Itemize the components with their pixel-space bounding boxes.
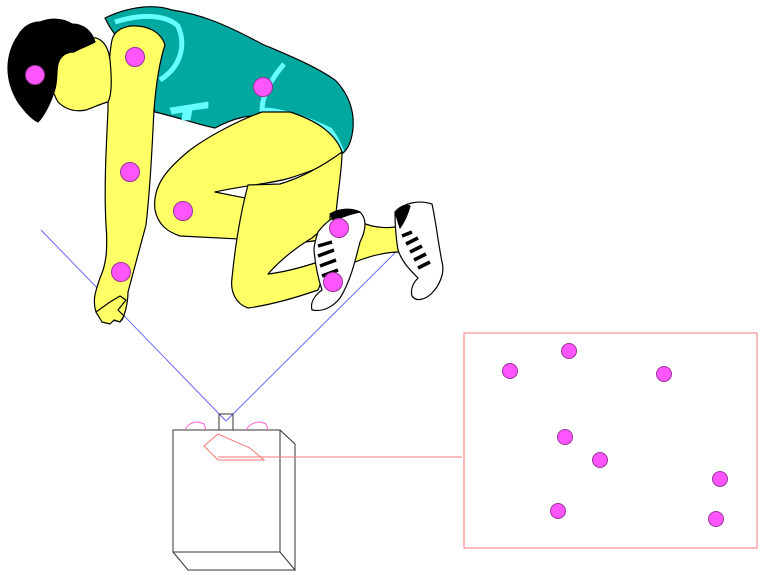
shoe-right-stripes — [401, 230, 431, 270]
athlete-hair — [7, 18, 96, 123]
camera-side — [172, 429, 296, 572]
projected-marker — [592, 452, 608, 468]
view-line-right — [225, 229, 419, 422]
marker-elbow — [120, 162, 140, 182]
marker-knee — [329, 218, 349, 238]
shoe-left-stripes — [317, 240, 341, 288]
marker-shoulder — [125, 47, 145, 67]
marker-hip — [173, 201, 193, 221]
athlete-hand-fingers — [95, 295, 127, 325]
camera-knob-right — [245, 421, 269, 431]
shoe-right-heel — [394, 204, 411, 229]
camera-knob-left — [184, 421, 207, 431]
athlete-figure — [7, 6, 444, 325]
athlete-shin — [231, 151, 343, 309]
body-markers — [25, 47, 349, 292]
camera-body — [172, 429, 281, 553]
marker-wrist — [111, 262, 131, 282]
projected-marker — [712, 471, 728, 487]
projected-markers — [502, 343, 728, 527]
view-line-left — [40, 229, 227, 422]
projected-marker — [656, 366, 672, 382]
camera-device — [172, 413, 462, 572]
projected-marker — [708, 511, 724, 527]
camera-view-lines — [40, 229, 419, 422]
shirt-trim — [114, 13, 185, 83]
projected-marker — [561, 343, 577, 359]
marker-head — [25, 65, 45, 85]
camera-sensor-plane — [203, 433, 266, 461]
projected-marker — [550, 503, 566, 519]
marker-back — [253, 77, 273, 97]
projection-frame — [463, 332, 758, 549]
shirt-letter — [169, 101, 209, 121]
projected-marker — [557, 429, 573, 445]
marker-ankle — [323, 272, 343, 292]
projected-marker — [502, 363, 518, 379]
athlete-shoe-right — [394, 201, 444, 301]
